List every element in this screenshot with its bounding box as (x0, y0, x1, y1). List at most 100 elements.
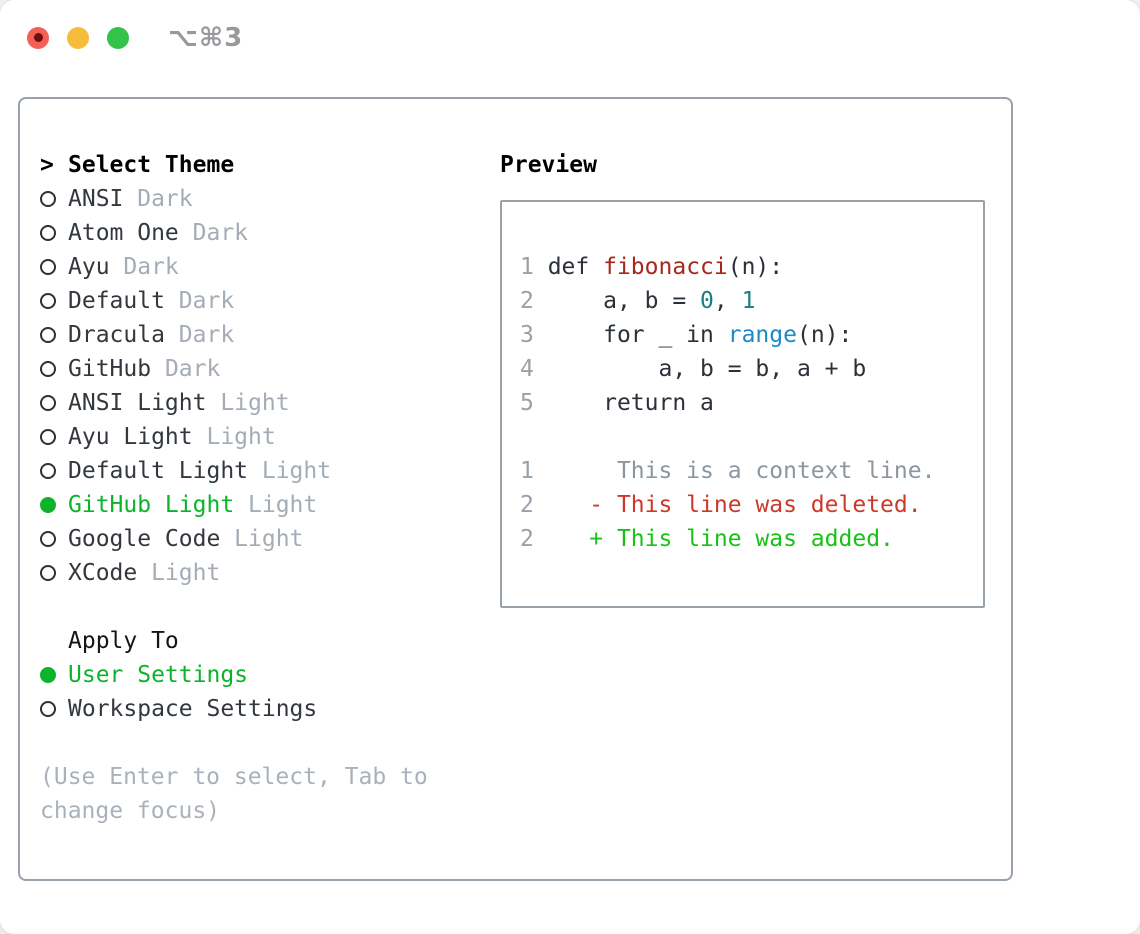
theme-option-google-code[interactable]: Google Code Light (40, 522, 500, 556)
apply-option-label: User Settings (68, 662, 249, 688)
radio-icon (40, 429, 56, 445)
radio-marker (40, 293, 68, 309)
radio-icon (40, 463, 56, 479)
radio-marker (40, 191, 68, 207)
radio-marker (40, 361, 68, 377)
theme-variant: Light (261, 458, 332, 484)
theme-option-ansi[interactable]: ANSI Dark (40, 182, 500, 216)
theme-variant: Light (248, 492, 318, 518)
spacer (40, 726, 500, 760)
help-text: (Use Enter to select, Tab to change focu… (40, 764, 428, 824)
code-line: 2 - This line was deleted. (520, 492, 922, 518)
theme-name: ANSI Light (68, 390, 207, 416)
radio-marker (40, 327, 68, 343)
apply-to-header: Apply To (40, 624, 500, 658)
cursor-marker: > (40, 152, 68, 178)
radio-marker (40, 463, 68, 479)
theme-name: GitHub (68, 356, 152, 382)
cursor-icon: > (40, 152, 54, 178)
radio-marker (40, 225, 68, 241)
theme-option-ansi-light[interactable]: ANSI Light Light (40, 386, 500, 420)
theme-variant: Dark (178, 322, 235, 348)
titlebar: ⌥⌘3 (0, 0, 1140, 75)
zoom-button[interactable] (107, 26, 129, 49)
radio-icon (40, 701, 56, 717)
theme-variant: Light (206, 424, 276, 450)
theme-name: Ayu Light (68, 424, 193, 450)
select-theme-title: Select Theme (68, 152, 235, 178)
theme-option-dracula[interactable]: Dracula Dark (40, 318, 500, 352)
theme-variant: Dark (192, 220, 249, 246)
theme-name: Default (68, 288, 165, 314)
theme-option-atom-one[interactable]: Atom One Dark (40, 216, 500, 250)
radio-marker (40, 667, 68, 683)
code-line: 2 + This line was added. (520, 526, 894, 552)
radio-icon (40, 565, 56, 581)
radio-icon (40, 327, 56, 343)
theme-name: Default Light (68, 458, 249, 484)
preview-column: Preview 1 def fibonacci(n): 2 a, b = 0, 1… (500, 148, 991, 879)
radio-icon (40, 531, 56, 547)
radio-icon (40, 361, 56, 377)
radio-icon (40, 225, 56, 241)
radio-marker (40, 531, 68, 547)
radio-marker (40, 259, 68, 275)
code-line: 1 def fibonacci(n): (520, 254, 784, 280)
theme-option-github-light[interactable]: GitHub Light Light (40, 488, 500, 522)
record-dot-icon (33, 33, 43, 42)
apply-option-label: Workspace Settings (68, 696, 318, 722)
radio-icon (40, 667, 56, 683)
apply-option-user-settings[interactable]: User Settings (40, 658, 500, 692)
theme-name: Atom One (68, 220, 179, 246)
minimize-button[interactable] (67, 26, 89, 49)
code-line: 3 for _ in range(n): (520, 322, 853, 348)
theme-name: Ayu (68, 254, 110, 280)
theme-variant: Dark (164, 356, 221, 382)
theme-name: Google Code (68, 526, 221, 552)
theme-option-default[interactable]: Default Dark (40, 284, 500, 318)
radio-marker (40, 395, 68, 411)
apply-to-title: Apply To (68, 628, 179, 654)
theme-variant: Dark (123, 254, 179, 280)
theme-variant: Dark (137, 186, 193, 212)
code-line: 4 a, b = b, a + b (520, 356, 867, 382)
theme-picker-panel: > Select Theme ANSI Dark Atom One Dark A… (18, 97, 1013, 881)
radio-marker (40, 429, 68, 445)
radio-icon (40, 293, 56, 309)
theme-option-xcode[interactable]: XCode Light (40, 556, 500, 590)
radio-marker (40, 497, 68, 513)
theme-name: Dracula (68, 322, 165, 348)
radio-marker (40, 565, 68, 581)
theme-variant: Dark (178, 288, 235, 314)
theme-name: XCode (68, 560, 138, 586)
code-line: 2 a, b = 0, 1 (520, 288, 756, 314)
apply-option-workspace-settings[interactable]: Workspace Settings (40, 692, 500, 726)
apply-to-list: User Settings Workspace Settings (40, 658, 500, 726)
radio-marker (40, 701, 68, 717)
theme-variant: Light (234, 526, 304, 552)
code-line (520, 420, 983, 454)
theme-option-ayu[interactable]: Ayu Dark (40, 250, 500, 284)
radio-icon (40, 191, 56, 207)
preview-box: 1 def fibonacci(n): 2 a, b = 0, 1 3 for _ … (500, 200, 985, 608)
spacer (40, 590, 500, 624)
code-preview: 1 def fibonacci(n): 2 a, b = 0, 1 3 for _ … (520, 250, 983, 556)
theme-picker-column: > Select Theme ANSI Dark Atom One Dark A… (40, 148, 500, 879)
theme-variant: Light (151, 560, 221, 586)
radio-icon (40, 259, 56, 275)
radio-icon (40, 497, 56, 513)
code-line: 5 return a (520, 390, 714, 416)
select-theme-header: > Select Theme (40, 148, 500, 182)
preview-header: Preview (500, 152, 597, 178)
theme-name: ANSI (68, 186, 124, 212)
theme-option-default-light[interactable]: Default Light Light (40, 454, 500, 488)
close-button[interactable] (27, 26, 49, 49)
theme-list: ANSI Dark Atom One Dark Ayu Dark Default… (40, 182, 500, 590)
radio-icon (40, 395, 56, 411)
window-shortcut-label: ⌥⌘3 (168, 22, 244, 53)
theme-variant: Light (220, 390, 290, 416)
theme-option-ayu-light[interactable]: Ayu Light Light (40, 420, 500, 454)
code-line: 1 This is a context line. (520, 458, 936, 484)
theme-option-github[interactable]: GitHub Dark (40, 352, 500, 386)
